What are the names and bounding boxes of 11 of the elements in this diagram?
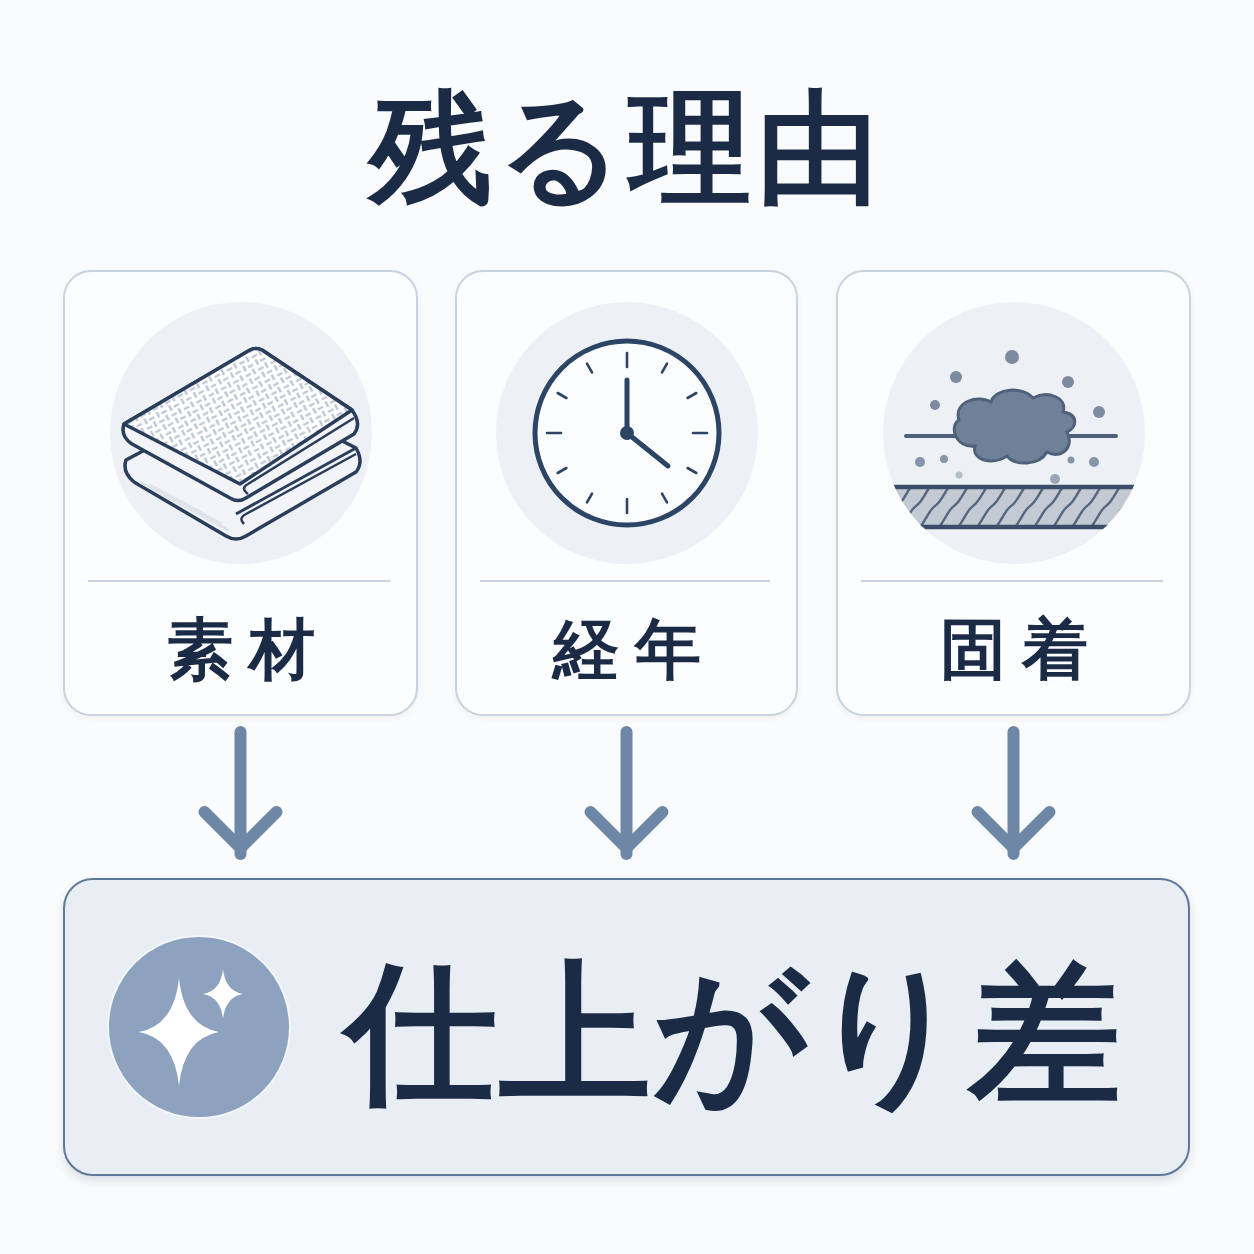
result-box: [63, 878, 1190, 1176]
result-text: 仕上がり差: [337, 939, 1131, 1129]
reason-card: [63, 270, 418, 716]
card-label: 経年: [550, 612, 718, 688]
card-label: 素材: [165, 612, 332, 688]
arrow: [584, 726, 669, 860]
reason-card: [836, 270, 1191, 716]
card-label: 固着: [938, 612, 1105, 688]
arrow: [198, 726, 283, 860]
reason-card: [455, 270, 798, 716]
arrow: [971, 726, 1056, 860]
